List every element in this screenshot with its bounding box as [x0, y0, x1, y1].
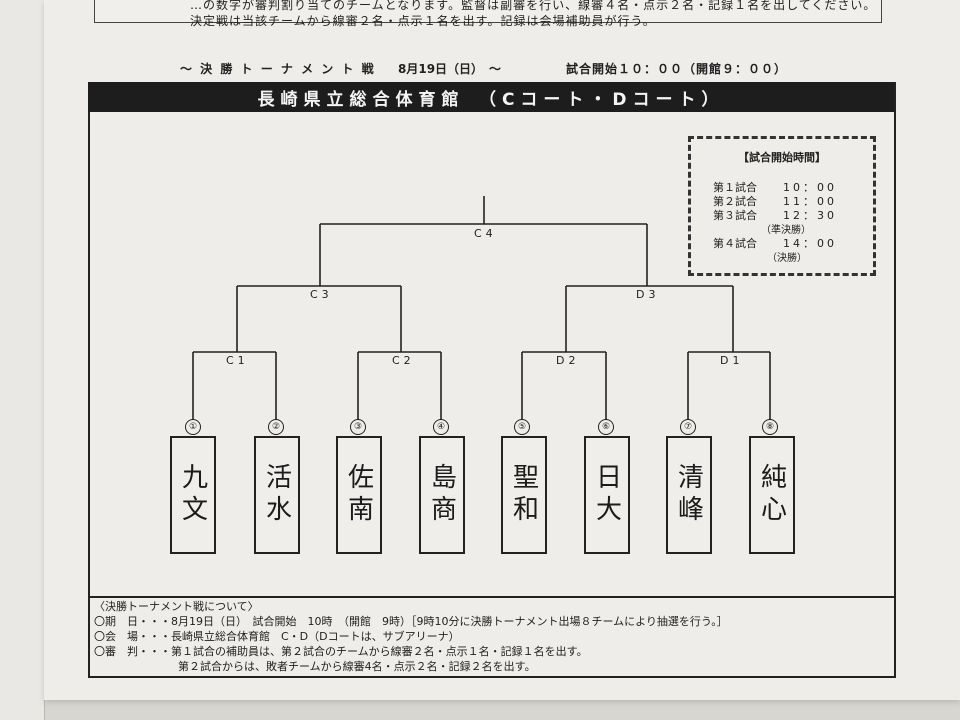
team-name-7: 清峰 — [673, 463, 704, 527]
team-box-2: 活水 — [254, 436, 300, 554]
match-d1-label: D1 — [720, 354, 744, 367]
seed-6-number: ⑥ — [598, 419, 614, 435]
team-name-5: 聖和 — [508, 463, 539, 527]
notes-judge-2: 第２試合からは、敗者チームから線審4名・点示２名・記録２名を出す。 — [178, 660, 536, 673]
match-c2-label: C2 — [392, 354, 415, 367]
previous-page-edge — [0, 0, 45, 720]
tournament-start-time: 試合開始１０：００（開館９：００） — [566, 62, 788, 76]
notes-heading: 〈決勝トーナメント戦について〉 — [94, 600, 259, 613]
rules-line-1: …の数字が審判割り当てのチームとなります。監督は副審を行い、線審４名・点示２名・… — [190, 0, 877, 12]
seed-4-number: ④ — [433, 419, 449, 435]
seed-2-number: ② — [268, 419, 284, 435]
team-name-1: 九文 — [177, 463, 208, 527]
notes-venue: 〇会 場・・・長崎県立総合体育館 C・D（Dコートは、サブアリーナ） — [94, 630, 460, 643]
team-name-4: 島商 — [426, 463, 457, 527]
team-box-5: 聖和 — [501, 436, 547, 554]
team-name-6: 日大 — [591, 463, 622, 527]
match-d3-label: D3 — [636, 288, 660, 301]
final-note: （決勝） — [767, 253, 807, 264]
team-name-2: 活水 — [261, 463, 292, 527]
team-box-6: 日大 — [584, 436, 630, 554]
seed-8-number: ⑧ — [762, 419, 778, 435]
match-c1-label: C1 — [226, 354, 249, 367]
rules-line-2: 決定戦は当該チームから線審２名・点示１名を出す。記録は会場補助員が行う。 — [190, 14, 656, 28]
seed-5-number: ⑤ — [514, 419, 530, 435]
match-c3-label: C3 — [310, 288, 333, 301]
team-box-8: 純心 — [749, 436, 795, 554]
rules-box — [94, 0, 882, 23]
team-box-3: 佐南 — [336, 436, 382, 554]
seed-1-number: ① — [185, 419, 201, 435]
team-box-7: 清峰 — [666, 436, 712, 554]
semifinal-note: （準決勝） — [761, 225, 811, 236]
tournament-date: 8月19日（日） ～ — [398, 62, 502, 76]
team-name-8: 純心 — [756, 463, 787, 527]
document-page — [44, 0, 960, 700]
tournament-title: ～ 決 勝 ト ー ナ メ ン ト 戦 — [180, 62, 376, 76]
match-c4-label: C4 — [474, 227, 497, 240]
match-d2-label: D2 — [556, 354, 580, 367]
team-name-3: 佐南 — [343, 463, 374, 527]
notes-judge-1: 〇審 判・・・第１試合の補助員は、第２試合のチームから線審２名・点示１名・記録１… — [94, 645, 588, 658]
venue-title: 長崎県立総合体育館 （Cコート・Dコート） — [88, 82, 894, 112]
notes-period: 〇期 日・・・8月19日（日） 試合開始 10時 （開館 9時）［9時10分に決… — [94, 615, 728, 628]
seed-7-number: ⑦ — [680, 419, 696, 435]
team-box-1: 九文 — [170, 436, 216, 554]
start-time-title: 【試合開始時間】 — [738, 151, 826, 164]
team-box-4: 島商 — [419, 436, 465, 554]
tournament-notes: 〈決勝トーナメント戦について〉 〇期 日・・・8月19日（日） 試合開始 10時… — [88, 596, 896, 678]
seed-3-number: ③ — [350, 419, 366, 435]
